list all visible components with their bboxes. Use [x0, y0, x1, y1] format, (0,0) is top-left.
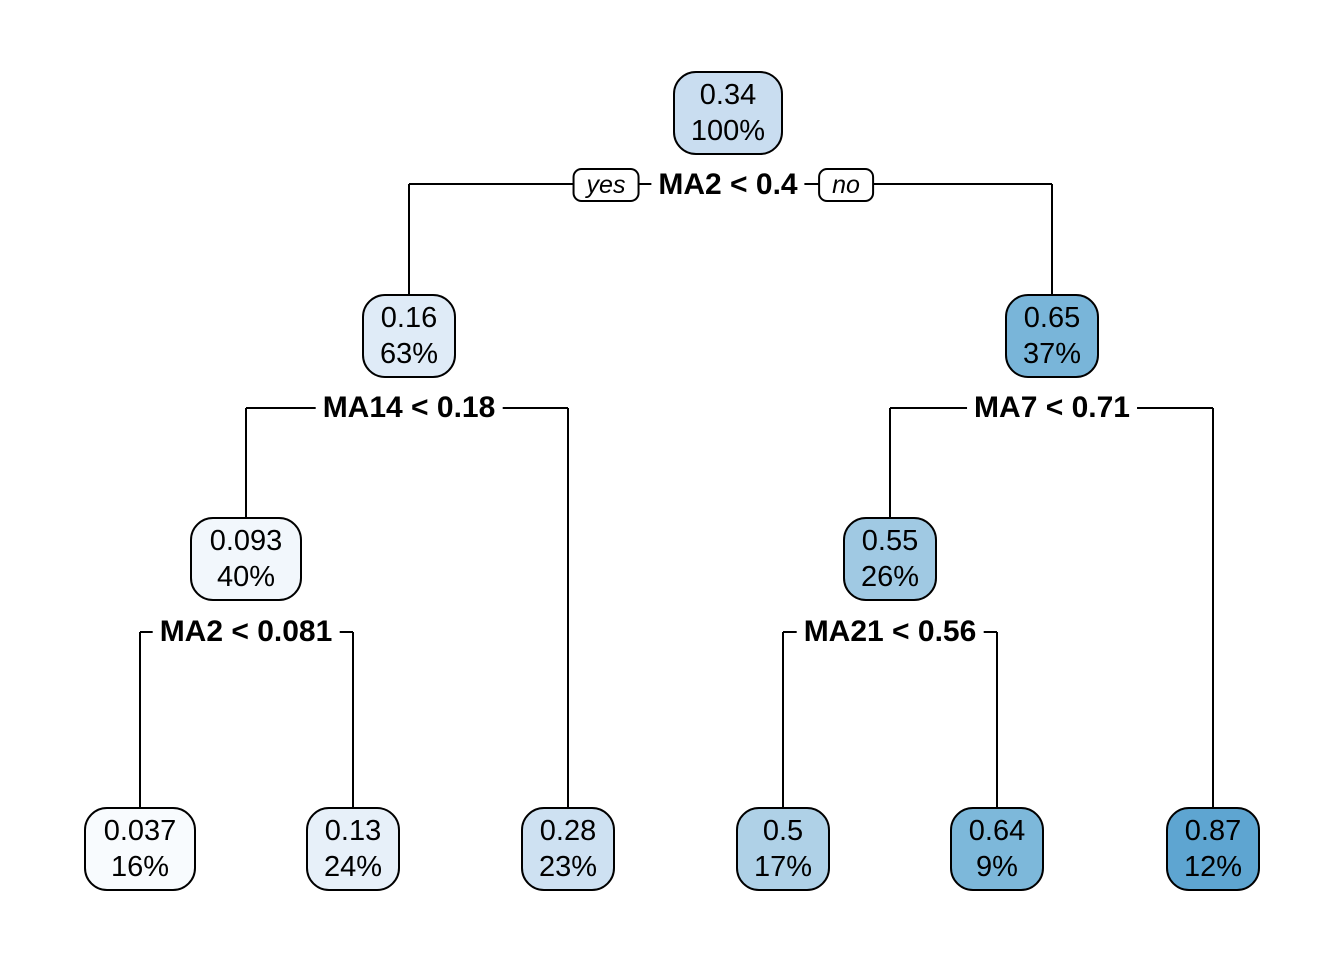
node-value: 0.65 [1023, 302, 1081, 334]
node-value: 0.5 [762, 815, 804, 847]
node-percent: 40% [216, 561, 276, 593]
node-percent: 37% [1022, 338, 1082, 370]
node-value: 0.13 [324, 815, 382, 847]
node-root: 0.34 100% [673, 71, 783, 155]
node-value: 0.64 [968, 815, 1026, 847]
node-left: 0.16 63% [362, 294, 456, 378]
node-percent: 9% [976, 851, 1018, 883]
split-left-condition: MA14 < 0.18 [315, 391, 503, 425]
node-value: 0.55 [861, 525, 919, 557]
split-left-left-condition: MA2 < 0.081 [152, 615, 340, 649]
node-percent: 24% [323, 851, 383, 883]
node-percent: 17% [753, 851, 813, 883]
node-percent: 100% [690, 115, 766, 147]
leaf-node-2: 0.13 24% [306, 807, 400, 891]
edge-lines [139, 183, 1214, 809]
node-value: 0.87 [1184, 815, 1242, 847]
leaf-node-3: 0.28 23% [521, 807, 615, 891]
split-right-condition: MA7 < 0.71 [967, 391, 1137, 425]
split-right-left-condition: MA21 < 0.56 [796, 615, 984, 649]
node-left-left: 0.093 40% [190, 517, 302, 601]
node-value: 0.16 [380, 302, 438, 334]
node-percent: 23% [538, 851, 598, 883]
node-right-left: 0.55 26% [843, 517, 937, 601]
node-percent: 12% [1183, 851, 1243, 883]
node-value: 0.34 [699, 79, 757, 111]
node-value: 0.093 [209, 525, 283, 557]
split-root-condition: MA2 < 0.4 [651, 168, 805, 202]
yes-branch-label: yes [572, 168, 640, 202]
leaf-node-1: 0.037 16% [84, 807, 196, 891]
node-percent: 63% [379, 338, 439, 370]
leaf-node-4: 0.5 17% [736, 807, 830, 891]
no-branch-label: no [818, 168, 874, 202]
leaf-node-6: 0.87 12% [1166, 807, 1260, 891]
leaf-node-5: 0.64 9% [950, 807, 1044, 891]
node-right: 0.65 37% [1005, 294, 1099, 378]
node-percent: 26% [860, 561, 920, 593]
node-value: 0.037 [103, 815, 177, 847]
node-value: 0.28 [539, 815, 597, 847]
node-percent: 16% [110, 851, 170, 883]
